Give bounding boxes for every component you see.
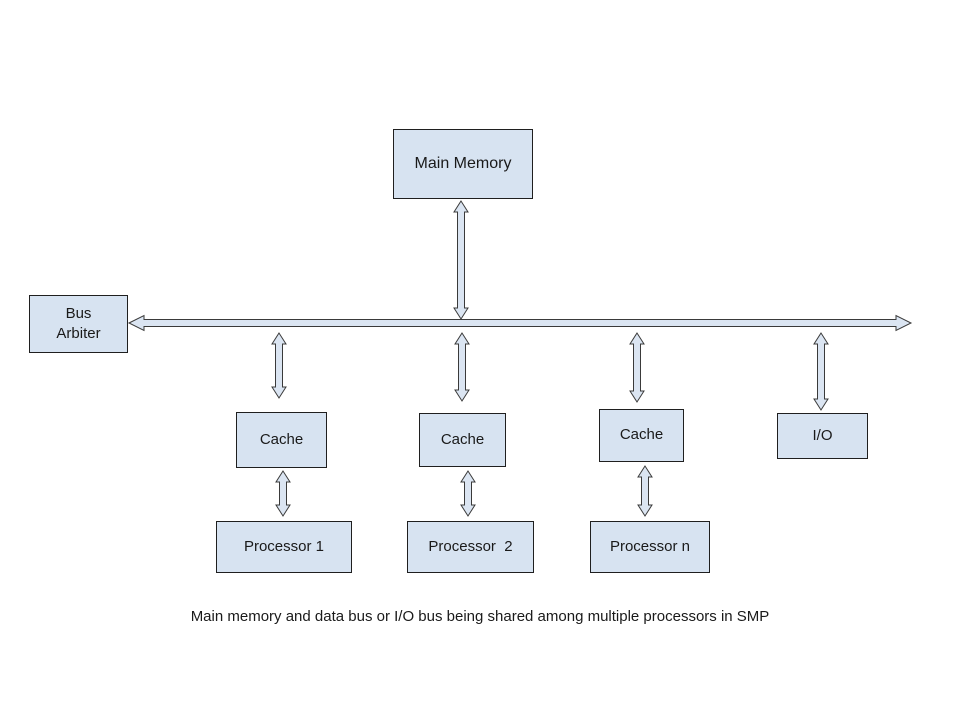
cache-2-box: Cache xyxy=(419,413,506,467)
diagram-caption: Main memory and data bus or I/O bus bein… xyxy=(190,608,770,625)
shared-bus-arrow xyxy=(127,314,913,332)
cache1-processor1-arrow xyxy=(275,470,291,517)
cache-1-box: Cache xyxy=(236,412,327,468)
cache-3-box: Cache xyxy=(599,409,684,462)
cache3-processorn-arrow xyxy=(637,465,653,517)
cache2-processor2-arrow xyxy=(460,470,476,517)
main-memory-box: Main Memory xyxy=(393,129,533,199)
io-box: I/O xyxy=(777,413,868,459)
bus-arbiter-box: Bus Arbiter xyxy=(29,295,128,353)
processor-2-box: Processor 2 xyxy=(407,521,534,573)
processor-n-box: Processor n xyxy=(590,521,710,573)
bus-cache3-arrow xyxy=(629,332,645,403)
bus-cache1-arrow xyxy=(271,332,287,399)
bus-cache2-arrow xyxy=(454,332,470,402)
processor-1-box: Processor 1 xyxy=(216,521,352,573)
memory-bus-arrow xyxy=(453,200,469,320)
bus-io-arrow xyxy=(813,332,829,411)
